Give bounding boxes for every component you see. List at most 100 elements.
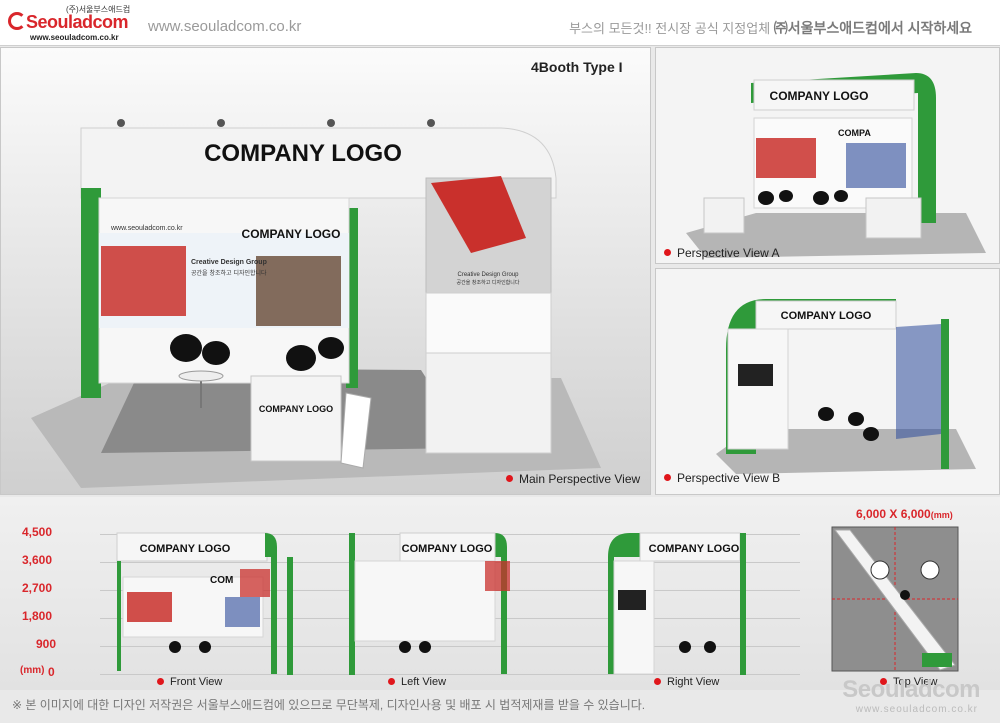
bullet-icon: [157, 678, 164, 685]
top-view-drawing: [831, 526, 959, 672]
perspective-b-caption-text: Perspective View B: [677, 471, 781, 485]
scale-label-1800: 1,800: [22, 609, 53, 623]
side-logo: COMPA: [838, 128, 871, 138]
company-logo[interactable]: (주)서울부스애드컴 Seouladcom www.seouladcom.co.…: [8, 4, 138, 42]
tv-monitor: [738, 364, 773, 386]
left-company-logo: COMPANY LOGO: [402, 543, 493, 555]
green-pillar-left: [81, 188, 101, 398]
chair: [813, 191, 829, 205]
left-green-arch: [495, 533, 507, 674]
fascia-company-logo: COMPANY LOGO: [770, 89, 869, 103]
perspective-b-render: COMPANY LOGO: [656, 269, 999, 494]
left-view-drawing: COMPANY LOGO: [349, 532, 510, 675]
right-side-wall: [613, 560, 655, 675]
footer-brand: Seouladcom: [842, 676, 980, 703]
right-company-logo: COMPANY LOGO: [649, 543, 740, 555]
right-fascia: [639, 532, 741, 562]
main-perspective-panel: COMPANY LOGO COMPANY LOGO www.seouladcom…: [0, 47, 651, 495]
brochure-rack: [340, 392, 372, 469]
main-booth-render: COMPANY LOGO COMPANY LOGO www.seouladcom…: [1, 48, 650, 494]
top-view-chair: [900, 590, 910, 600]
top-view-pillar: [922, 653, 952, 667]
right-green-arch: [608, 533, 640, 674]
perspective-b-caption: Perspective View B: [664, 471, 780, 485]
tower-design-group: Creative Design Group: [457, 272, 519, 278]
header-tagline: 부스의 모든것!! 전시장 공식 지정업체 ㈜서울부스애드컴에서 시작하세요: [569, 18, 972, 38]
spotlight: [117, 119, 125, 127]
front-wall-photo: [127, 592, 172, 622]
main-view-caption: Main Perspective View: [506, 472, 640, 486]
top-view-caption-text: Top View: [893, 676, 938, 688]
tagline-text: 부스의 모든것!! 전시장 공식 지정업체: [569, 21, 771, 36]
chair: [286, 345, 316, 371]
perspective-a-render: COMPANY LOGO COMPA: [656, 48, 999, 263]
top-view-table: [920, 560, 940, 580]
bullet-icon: [880, 678, 887, 685]
gridline: [100, 646, 800, 647]
top-view-caption: Top View: [880, 676, 937, 688]
spotlight: [327, 119, 335, 127]
chair: [202, 341, 230, 365]
spotlight: [427, 119, 435, 127]
front-badge: [240, 569, 270, 597]
left-fascia: [399, 532, 496, 562]
main-view-caption-text: Main Perspective View: [519, 472, 641, 486]
tv-monitor: [618, 590, 646, 610]
back-wall-photo: [846, 143, 906, 188]
chair: [399, 641, 411, 653]
logo-wordmark: Seouladcom: [26, 12, 129, 32]
green-pillar: [941, 319, 949, 469]
back-wall-photo-overlay: [256, 256, 341, 326]
front-green-pillar: [287, 557, 293, 675]
scale-label-2700: 2,700: [22, 581, 53, 595]
left-green-pillar: [349, 533, 355, 675]
copyright-notice: ※ 본 이미지에 대한 디자인 저작권은 서울부스애드컴에 있으므로 무단복제,…: [12, 698, 646, 712]
perspective-a-caption-text: Perspective View A: [677, 246, 780, 260]
scale-label-3600: 3,600: [22, 553, 53, 567]
footer-url[interactable]: www.seouladcom.co.kr: [855, 704, 978, 715]
booth-size-label: 6,000 X 6,000(mm): [856, 507, 953, 521]
booth-type-title: 4Booth Type I: [531, 59, 623, 75]
back-wall-photo-left: [101, 246, 186, 316]
tower-storage: [425, 352, 552, 454]
right-wall-graphic: [896, 324, 941, 439]
front-view-caption-text: Front View: [170, 676, 223, 688]
front-view-caption: Front View: [157, 676, 222, 688]
chair: [419, 641, 431, 653]
back-wall-photo: [756, 138, 816, 178]
wall-slogan: 공간을 창조하고 디자인합니다: [191, 269, 267, 277]
scale-label-0: 0: [48, 665, 55, 679]
chair: [170, 334, 202, 362]
bullet-icon: [664, 249, 671, 256]
front-side-logo: COM: [210, 575, 233, 586]
right-view-caption: Right View: [654, 676, 719, 688]
scale-label-4500: 4,500: [22, 525, 53, 539]
fascia-panel: [755, 300, 897, 330]
top-view-wall: [834, 529, 956, 671]
chair: [318, 337, 344, 359]
right-view-caption-text: Right View: [667, 676, 720, 688]
chair: [818, 407, 834, 421]
wall-company-logo: COMPANY LOGO: [242, 227, 341, 241]
reception-counter: [703, 197, 745, 234]
booth-size-unit: (mm): [930, 510, 953, 520]
chair: [848, 412, 864, 426]
chair: [169, 641, 181, 653]
wall-url: www.seouladcom.co.kr: [110, 225, 183, 232]
scale-label-900: 900: [36, 637, 57, 651]
elevation-strip: 4,500 3,600 2,700 1,800 900 0 (mm) COMPA…: [0, 497, 1000, 690]
tower-slogan: 공간을 창조하고 디자인합니다: [457, 279, 520, 286]
front-company-logo: COMPANY LOGO: [140, 543, 231, 555]
logo-korean-name: (주)서울부스애드컴: [66, 5, 131, 14]
left-view-caption: Left View: [388, 676, 446, 688]
front-green-arch: [265, 533, 277, 674]
site-url-link[interactable]: www.seouladcom.co.kr: [148, 18, 302, 35]
chair: [679, 641, 691, 653]
front-view-drawing: COMPANY LOGO COM: [116, 532, 293, 675]
logo-swoosh-icon: [8, 12, 26, 30]
bullet-icon: [654, 678, 661, 685]
gridline: [100, 674, 800, 675]
fascia-company-logo: COMPANY LOGO: [204, 140, 402, 167]
perspective-a-caption: Perspective View A: [664, 246, 780, 260]
perspective-a-panel: COMPANY LOGO COMPA Perspective View A: [655, 47, 1000, 264]
